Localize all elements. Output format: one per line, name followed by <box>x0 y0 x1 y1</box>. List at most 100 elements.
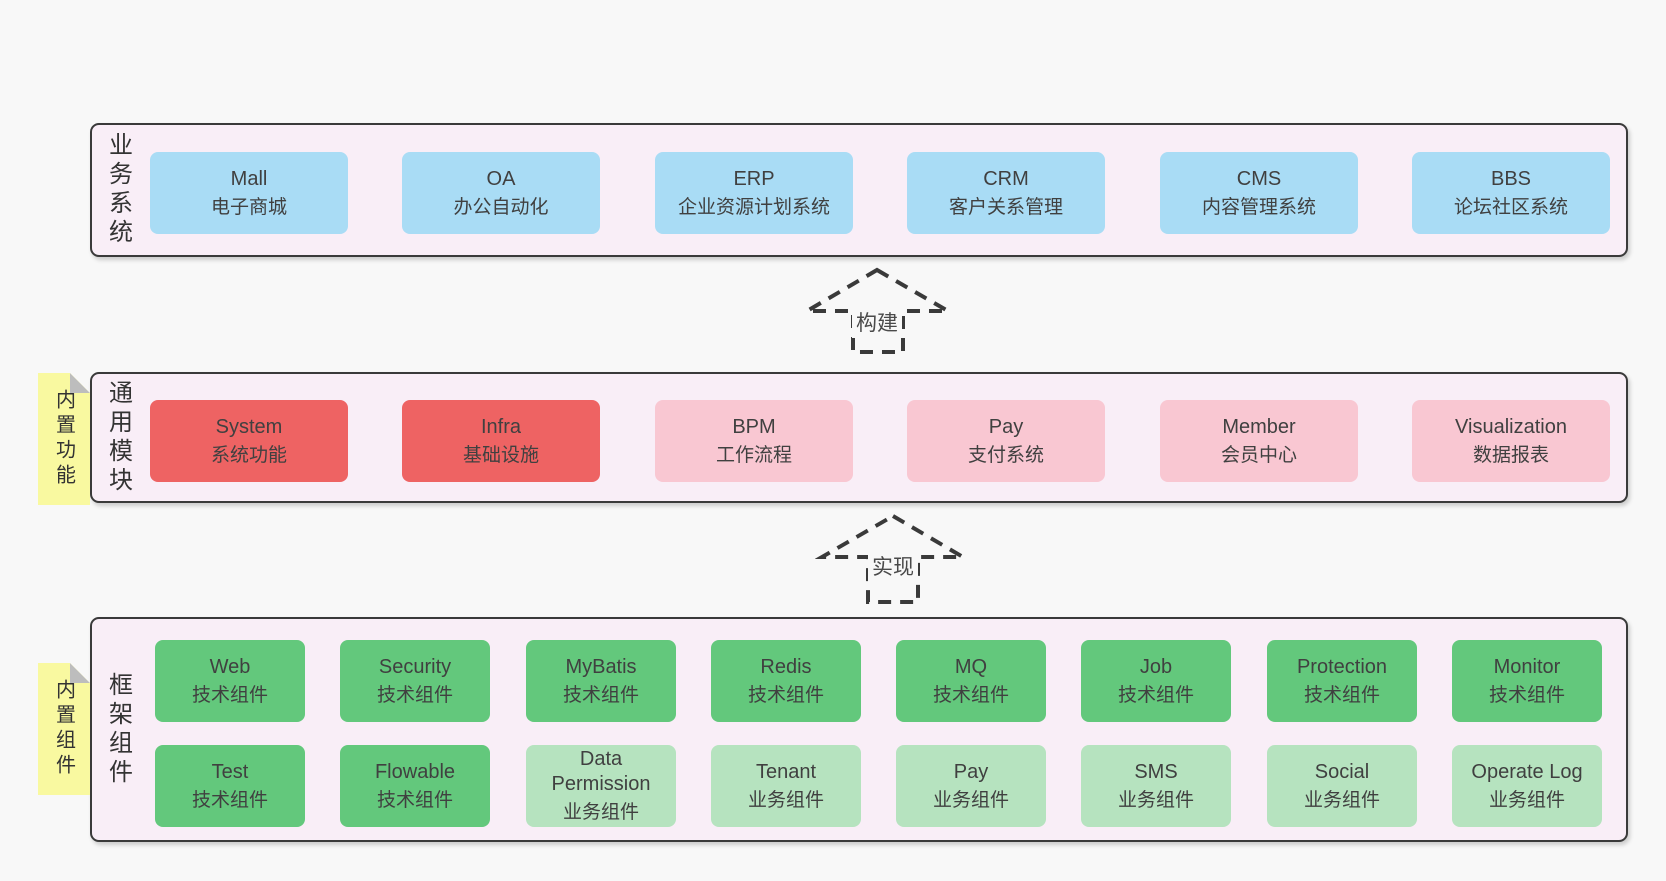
box-infra: Infra 基础设施 <box>402 400 600 482</box>
box-member: Member 会员中心 <box>1160 400 1358 482</box>
box-pay: Pay 业务组件 <box>896 745 1046 827</box>
module-name: Web <box>209 655 251 678</box>
box-cms: CMS 内容管理系统 <box>1160 152 1358 234</box>
module-name: Monitor <box>1493 655 1561 678</box>
layer-label-framework-components: 框架组件 <box>104 671 132 788</box>
box-social: Social 业务组件 <box>1267 745 1417 827</box>
module-description: 技术组件 <box>376 789 453 811</box>
module-name: Pay <box>988 415 1024 438</box>
module-description: 企业资源计划系统 <box>677 196 830 218</box>
module-name: Tenant <box>755 760 817 783</box>
box-visualization: Visualization 数据报表 <box>1412 400 1610 482</box>
module-name: Visualization <box>1455 415 1567 438</box>
box-mall: Mall 电子商城 <box>150 152 348 234</box>
module-description: 会员中心 <box>1220 444 1297 466</box>
arrow-label-implement: 实现 <box>868 550 918 582</box>
folded-corner-icon <box>70 663 90 683</box>
module-description: 技术组件 <box>1117 684 1194 706</box>
module-description: 技术组件 <box>932 684 1009 706</box>
module-description: 办公自动化 <box>453 196 549 218</box>
module-description: 基础设施 <box>462 444 539 466</box>
module-name: Pay <box>953 760 989 783</box>
box-bbs: BBS 论坛社区系统 <box>1412 152 1610 234</box>
module-name: Test <box>211 760 249 783</box>
module-name: Social <box>1314 760 1370 783</box>
box-operate-log: Operate Log 业务组件 <box>1452 745 1602 827</box>
box-redis: Redis 技术组件 <box>711 640 861 722</box>
module-description: 论坛社区系统 <box>1453 196 1568 218</box>
module-description: 工作流程 <box>715 444 792 466</box>
box-protection: Protection 技术组件 <box>1267 640 1417 722</box>
up-arrow-icon <box>815 513 970 604</box>
box-erp: ERP 企业资源计划系统 <box>655 152 853 234</box>
sticky-note-text: 内置功能 <box>52 389 75 489</box>
module-description: 技术组件 <box>1303 684 1380 706</box>
module-name: MyBatis <box>565 655 637 678</box>
module-description: 业务组件 <box>1117 789 1194 811</box>
module-name: ERP <box>733 167 775 190</box>
module-name: Infra <box>480 415 522 438</box>
sticky-note-builtin-components: 内置组件 <box>38 663 90 795</box>
layer-business-systems: 业务系统 Mall 电子商城 OA 办公自动化 ERP 企业资源计划系统 CRM 客户关系管理… <box>90 123 1628 257</box>
sticky-note-text: 内置组件 <box>52 679 75 779</box>
module-description: 客户关系管理 <box>948 196 1063 218</box>
module-description: 技术组件 <box>191 789 268 811</box>
module-name: CRM <box>983 167 1029 190</box>
module-name: OA <box>486 167 516 190</box>
module-name: Operate Log <box>1471 760 1583 783</box>
module-description: 技术组件 <box>1488 684 1565 706</box>
module-name: MQ <box>954 655 988 678</box>
box-tenant: Tenant 业务组件 <box>711 745 861 827</box>
module-name: CMS <box>1236 167 1282 190</box>
box-sms: SMS 业务组件 <box>1081 745 1231 827</box>
module-name: Member <box>1222 415 1296 438</box>
module-description: 电子商城 <box>210 196 287 218</box>
module-name: BBS <box>1490 167 1532 190</box>
module-description: 数据报表 <box>1472 444 1549 466</box>
layer-label-business-systems: 业务系统 <box>104 132 132 248</box>
module-description: 业务组件 <box>562 802 639 824</box>
module-description: 业务组件 <box>1488 789 1565 811</box>
box-pay: Pay 支付系统 <box>907 400 1105 482</box>
module-name: Security <box>378 655 452 678</box>
module-name: Flowable <box>374 760 456 783</box>
module-name: Mall <box>230 167 268 190</box>
module-description: 内容管理系统 <box>1201 196 1316 218</box>
box-bpm: BPM 工作流程 <box>655 400 853 482</box>
module-description: 业务组件 <box>932 789 1009 811</box>
up-arrow-icon <box>800 267 955 354</box>
module-description: 技术组件 <box>747 684 824 706</box>
module-name: BPM <box>732 415 776 438</box>
box-job: Job 技术组件 <box>1081 640 1231 722</box>
folded-corner-icon <box>70 373 90 393</box>
box-mq: MQ 技术组件 <box>896 640 1046 722</box>
box-monitor: Monitor 技术组件 <box>1452 640 1602 722</box>
box-crm: CRM 客户关系管理 <box>907 152 1105 234</box>
box-test: Test 技术组件 <box>155 745 305 827</box>
module-name: Redis <box>760 655 812 678</box>
box-mybatis: MyBatis 技术组件 <box>526 640 676 722</box>
module-description: 技术组件 <box>191 684 268 706</box>
module-name: Job <box>1139 655 1173 678</box>
module-description: 支付系统 <box>967 444 1044 466</box>
module-description: 技术组件 <box>562 684 639 706</box>
arrow-label-build: 构建 <box>852 306 902 338</box>
module-name: Data Permission <box>551 748 651 796</box>
module-description: 技术组件 <box>376 684 453 706</box>
module-description: 业务组件 <box>747 789 824 811</box>
sticky-note-builtin-features: 内置功能 <box>38 373 90 505</box>
box-flowable: Flowable 技术组件 <box>340 745 490 827</box>
box-web: Web 技术组件 <box>155 640 305 722</box>
box-security: Security 技术组件 <box>340 640 490 722</box>
module-name: Protection <box>1296 655 1388 678</box>
module-name: SMS <box>1134 760 1178 783</box>
module-name: System <box>215 415 283 438</box>
box-oa: OA 办公自动化 <box>402 152 600 234</box>
box-data-permission: Data Permission 业务组件 <box>526 745 676 827</box>
module-description: 业务组件 <box>1303 789 1380 811</box>
layer-label-common-modules: 通用模块 <box>104 379 132 496</box>
